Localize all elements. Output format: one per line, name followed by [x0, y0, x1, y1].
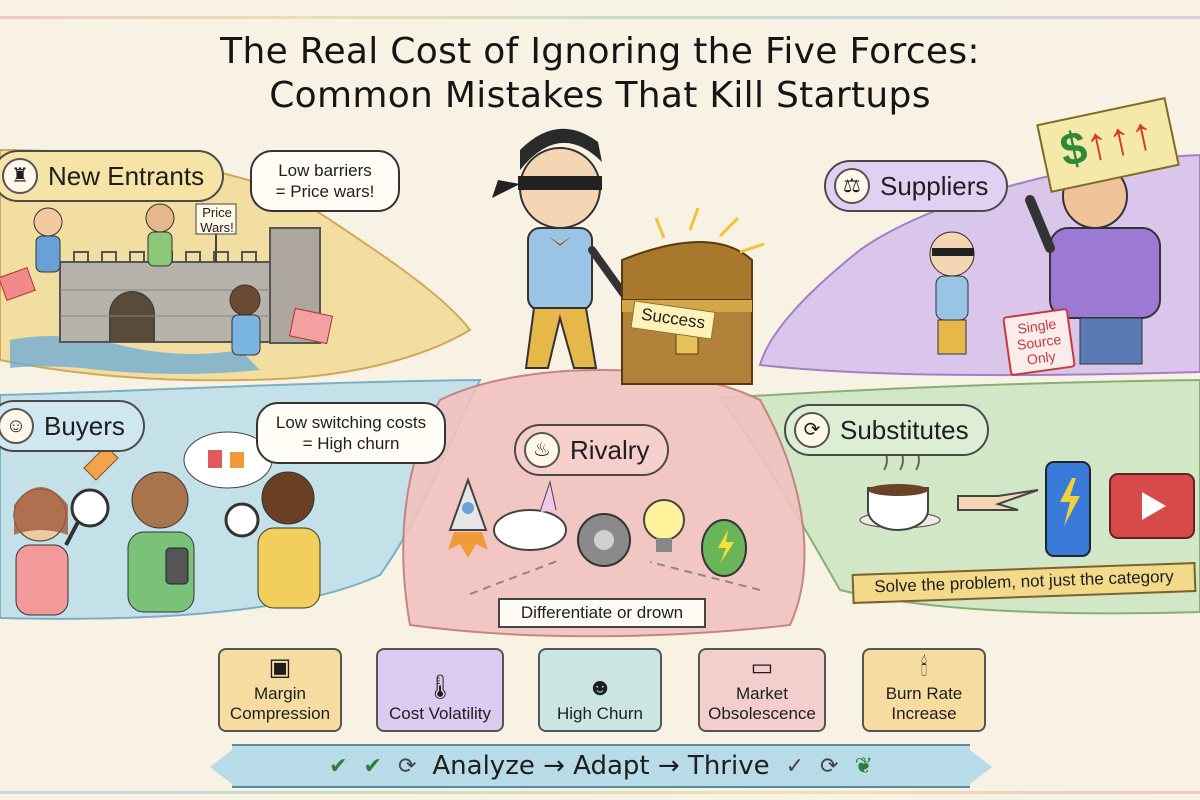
price-wars-sign: Price Wars! [198, 205, 236, 235]
card-5-line-1: Burn Rate [885, 684, 963, 703]
consequence-card-market-obsolescence: ▭ Market Obsolescence [698, 648, 826, 732]
card-4-line-2: Obsolescence [708, 704, 816, 723]
single-source-stamp: Single Source Only [1002, 307, 1076, 377]
footer-ribbon: ✔ ✔ ⟳ Analyze → Adapt → Thrive ✓ ⟳ ❦ [210, 744, 992, 788]
wallet-icon: ▣ [268, 654, 292, 681]
buyer-people [13, 431, 321, 616]
substitutes-illustration [859, 449, 1195, 557]
rivalry-caption: Differentiate or drown [498, 598, 706, 628]
new-entrants-label: ♜ New Entrants [0, 150, 225, 202]
card-3-line-1: High Churn [557, 704, 643, 723]
new-entrants-text: New Entrants [48, 161, 205, 191]
card-5-line-2: Increase [891, 704, 957, 723]
buyers-label: ☺ Buyers [0, 400, 145, 452]
check-mark-icon: ✓ [785, 753, 805, 778]
suppliers-label: ⚖ Suppliers [824, 160, 1009, 212]
card-1-line-2: Compression [229, 704, 331, 723]
sprout-icon: ❦ [854, 753, 873, 778]
footer-text: Analyze → Adapt → Thrive [432, 751, 770, 781]
new-entrants-bubble: Low barriers = Price wars! [250, 150, 400, 212]
fire-icon: ♨ [524, 432, 560, 468]
bottom-border [0, 791, 1200, 794]
page-title: The Real Cost of Ignoring the Five Force… [0, 30, 1200, 118]
buyers-bubble: Low switching costs = High churn [256, 402, 446, 464]
substitutes-text: Substitutes [840, 415, 969, 445]
cycle-icon: ⟳ [397, 753, 417, 778]
up-arrows-icon: ↑↑↑ [1080, 105, 1159, 172]
rivalry-text: Rivalry [570, 435, 650, 465]
rivalry-label: ♨ Rivalry [514, 424, 670, 476]
refresh-icon: ⟳ [820, 753, 839, 778]
treasure-chest [621, 207, 765, 385]
consequence-card-margin-compression: ▣ Margin Compression [218, 648, 342, 732]
buyers-bubble-line-1: Low switching costs [275, 413, 427, 432]
new-entrants-bubble-line-1: Low barriers [278, 161, 372, 180]
consequence-card-cost-volatility: 🌡 Cost Volatility [376, 648, 504, 732]
founder-illustration [492, 128, 632, 369]
new-entrants-bubble-line-2: = Price wars! [275, 182, 375, 201]
buyers-text: Buyers [44, 411, 125, 441]
stamp-line-3: Only [1025, 347, 1057, 368]
check-circle-icon: ✔ [329, 753, 348, 778]
consequence-card-high-churn: ☻ High Churn [538, 648, 662, 732]
people-icon: ☺ [0, 408, 34, 444]
check-circle-icon-2: ✔ [363, 753, 382, 778]
card-4-line-1: Market [736, 684, 788, 703]
consequence-card-burn-rate: 🕯 Burn Rate Increase [862, 648, 986, 732]
cycle-arrows-icon: ⟳ [794, 412, 830, 448]
buyers-bubble-line-2: = High churn [302, 434, 400, 453]
broken-tv-icon: ▭ [750, 654, 774, 681]
card-1-line-1: Margin [254, 684, 306, 703]
entrant-people [0, 203, 334, 356]
castle-icon: ♜ [2, 158, 38, 194]
person-icon: ☻ [587, 674, 613, 701]
price-wars-sign-line-1: Price [202, 205, 232, 220]
top-border [0, 16, 1200, 19]
substitutes-label: ⟳ Substitutes [784, 404, 989, 456]
title-line-1: The Real Cost of Ignoring the Five Force… [220, 31, 980, 72]
price-wars-sign-line-2: Wars! [200, 220, 234, 235]
candle-icon: 🕯 [920, 654, 928, 681]
scale-icon: ⚖ [834, 168, 870, 204]
thermometer-icon: 🌡 [424, 674, 456, 701]
card-2-line-1: Cost Volatility [388, 704, 492, 723]
rivalry-illustration [448, 477, 761, 595]
title-line-2: Common Mistakes That Kill Startups [269, 75, 931, 116]
suppliers-text: Suppliers [880, 171, 989, 201]
